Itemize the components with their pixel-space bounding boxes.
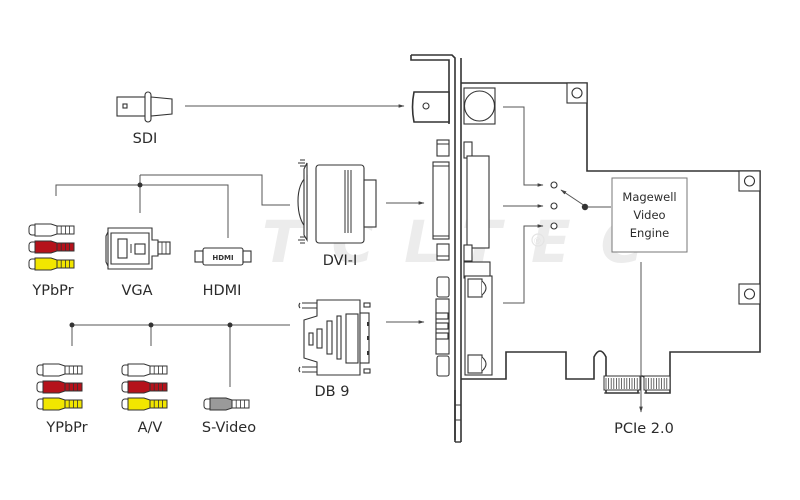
db9-label: DB 9 [315,384,350,400]
svideo-plug [203,397,250,411]
hdmi-logo: HDMI [212,254,233,262]
sdi-label: SDI [133,131,158,147]
rca-plug-red [36,380,83,394]
svideo-label: S-Video [202,420,256,436]
input-switch [560,189,586,207]
db9-bus-lines [69,322,290,387]
switch-terminal [550,202,558,210]
rca-plug-red [28,240,75,254]
pcie-edge-connector [603,375,671,394]
engine-line-3: Engine [630,226,669,240]
vga-label: VGA [121,283,152,299]
sdi-connector: SDI [116,91,173,147]
rca-plug-yellow [36,397,83,411]
svideo-connector: S-Video [202,397,256,436]
ypbpr-bottom-label: YPbPr [45,420,87,436]
hdmi-connector: HDMI HDMI [194,247,252,299]
mounting-hole [738,283,761,305]
rca-plug-yellow [28,257,75,271]
db9-connector: DB 9 [298,299,371,400]
signal-routing [503,106,643,413]
av-connector: A/V [121,363,168,436]
ypbpr-bottom-connector: YPbPr [36,363,88,436]
pcie-label: PCIe 2.0 [614,421,674,437]
mounting-hole [566,82,588,104]
switch-pivot [581,203,589,211]
video-engine-box: Magewell Video Engine [611,177,688,253]
hdmi-label: HDMI [203,283,242,299]
db9-port [435,275,493,377]
av-label: A/V [138,420,163,436]
vga-connector: VGA [105,227,171,299]
engine-line-2: Video [633,208,665,222]
ypbpr-top-label: YPbPr [31,283,73,299]
rca-plug-white [36,363,83,377]
pcie-card: Magewell Video Engine PCIe 2.0 [410,54,761,443]
switch-terminal [550,222,558,230]
dvi-connector: DVI-I [297,159,377,269]
ypbpr-top-connector: YPbPr [28,223,75,299]
rca-plug-white [121,363,168,377]
switch-terminal [550,181,558,189]
rca-plug-yellow [121,397,168,411]
engine-line-1: Magewell [622,190,676,204]
dvi-label: DVI-I [323,253,358,269]
mounting-hole [738,170,761,192]
rca-plug-white [28,223,75,237]
watermark-registered-mark: ® [534,236,541,246]
dvi-bus-lines [55,174,290,238]
sdi-port [411,87,496,125]
rca-plug-red [121,380,168,394]
dvi-port [432,139,491,279]
